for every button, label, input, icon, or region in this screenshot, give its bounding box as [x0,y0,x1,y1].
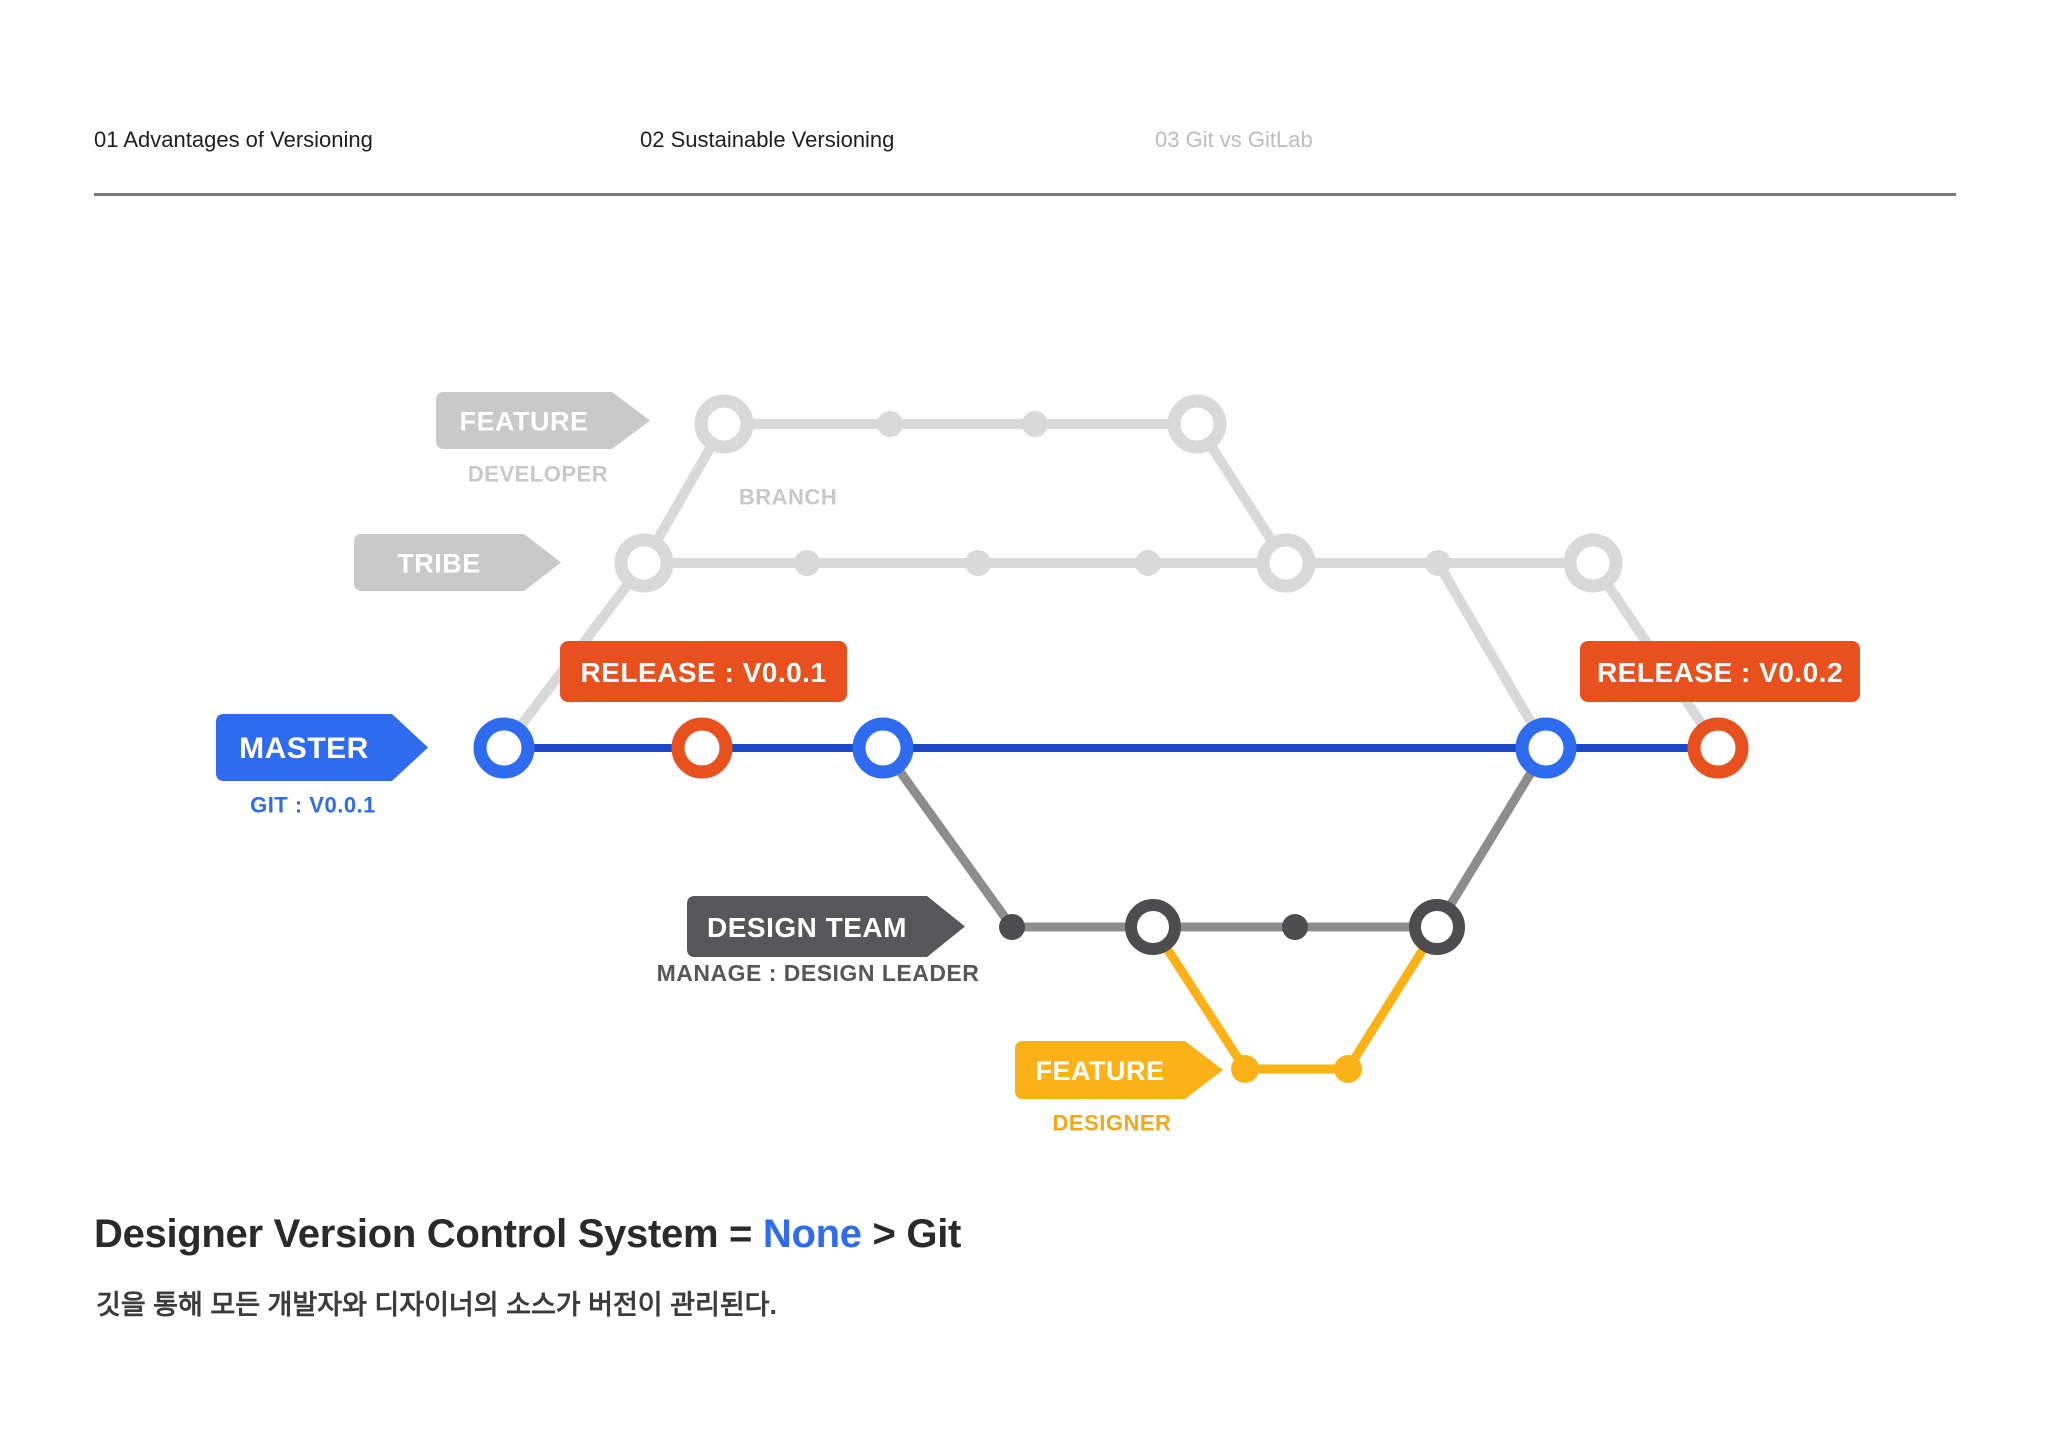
feature-designer-tag [1015,1041,1223,1099]
developer-caption: DEVELOPER [468,462,608,487]
git-version-caption: GIT : V0.0.1 [250,793,376,818]
nav-item-advantages-of-versioning[interactable]: 01 Advantages of Versioning [94,127,373,152]
master-branch-node [852,717,914,779]
master-to-design-fork [879,745,1016,930]
tribe-tag-label: TRIBE [397,549,481,579]
tribe-branch-start-node [614,533,674,593]
nav-item-sustainable-versioning[interactable]: 02 Sustainable Versioning [640,127,895,152]
design-team-tag [687,896,965,957]
tribe-to-master-merge [1433,560,1551,751]
design-branch-node [1125,899,1181,955]
designer-commit-1 [1231,1055,1259,1083]
feature-developer-tag-label: FEATURE [460,407,589,437]
footer-title: Designer Version Control System = None >… [94,1212,961,1257]
feature-designer-tag-label: FEATURE [1036,1056,1165,1086]
design-commit-2 [1282,914,1308,940]
design-merge-node [1409,899,1465,955]
feature-branch-merge-node [1167,394,1227,454]
tribe-end-node [1563,533,1623,593]
feature-commit-1 [877,411,903,437]
master-tag [216,714,428,781]
designer-commit-2 [1334,1055,1362,1083]
footer-subtitle: 깃을 통해 모든 개발자와 디자이너의 소스가 버전이 관리된다. [96,1290,778,1320]
tribe-commit-3 [1135,550,1161,576]
feature-developer-tag [436,392,650,449]
master-start-node [473,717,535,779]
tribe-commit-2 [965,550,991,576]
design-to-master-merge [1433,745,1550,930]
tribe-merge-node [1256,533,1316,593]
design-to-designer-fork [1149,924,1249,1072]
feature-commit-2 [1022,411,1048,437]
design-team-tag-label: DESIGN TEAM [707,912,907,943]
footer-title-highlight: None [762,1212,862,1256]
master-merge-node [1515,717,1577,779]
release-v002-node [1687,717,1749,779]
tribe-tag [354,534,561,591]
release-v001-node [671,717,733,779]
release-v001-badge-label: RELEASE : V0.0.1 [580,657,826,688]
header-divider [94,193,1956,196]
manage-caption: MANAGE : DESIGN LEADER [657,960,980,986]
tribe-commit-4 [1425,550,1451,576]
branch-caption: BRANCH [739,485,837,510]
designer-caption: DESIGNER [1053,1111,1172,1136]
release-v002-badge-label: RELEASE : V0.0.2 [1597,657,1843,688]
master-tag-label: MASTER [239,732,369,765]
design-commit-1 [999,914,1025,940]
footer-title-prefix: Designer Version Control System = [94,1212,763,1256]
footer-title-suffix: > Git [861,1212,962,1256]
release-v001-badge [560,641,847,702]
tribe-commit-1 [794,550,820,576]
nav-item-git-vs-gitlab[interactable]: 03 Git vs GitLab [1155,127,1313,152]
feature-branch-start-node [694,394,754,454]
release-v002-badge [1580,641,1860,702]
